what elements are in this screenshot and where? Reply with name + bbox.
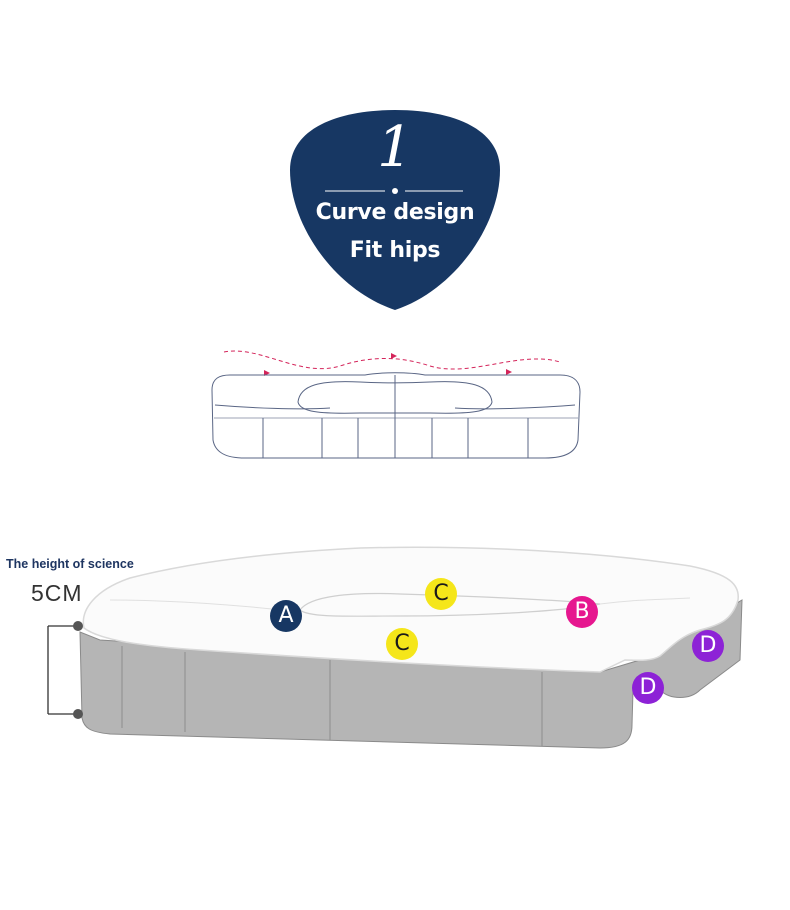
- height-title: The height of science: [6, 557, 134, 571]
- cushion-top: [82, 546, 739, 673]
- height-value: 5CM: [31, 580, 83, 606]
- bracket-dot-bottom: [73, 709, 83, 719]
- badge-line-1: Curve design: [315, 200, 475, 225]
- zone-marker-c-upper: C: [425, 578, 457, 610]
- bracket-dot-top: [73, 621, 83, 631]
- badge-divider-dot: [392, 188, 398, 194]
- zone-marker-d-right: D: [692, 630, 724, 662]
- zone-marker-a: A: [270, 600, 302, 632]
- badge-shape: [290, 110, 500, 310]
- side-view-diagram: [211, 350, 581, 459]
- badge-number: 1: [377, 115, 413, 180]
- badge-line-2: Fit hips: [349, 238, 441, 263]
- zone-marker-d-left: D: [632, 672, 664, 704]
- cushion-3d: [79, 546, 743, 749]
- zone-marker-c-lower: C: [386, 628, 418, 660]
- zone-marker-b: B: [566, 596, 598, 628]
- height-bracket: [47, 625, 78, 715]
